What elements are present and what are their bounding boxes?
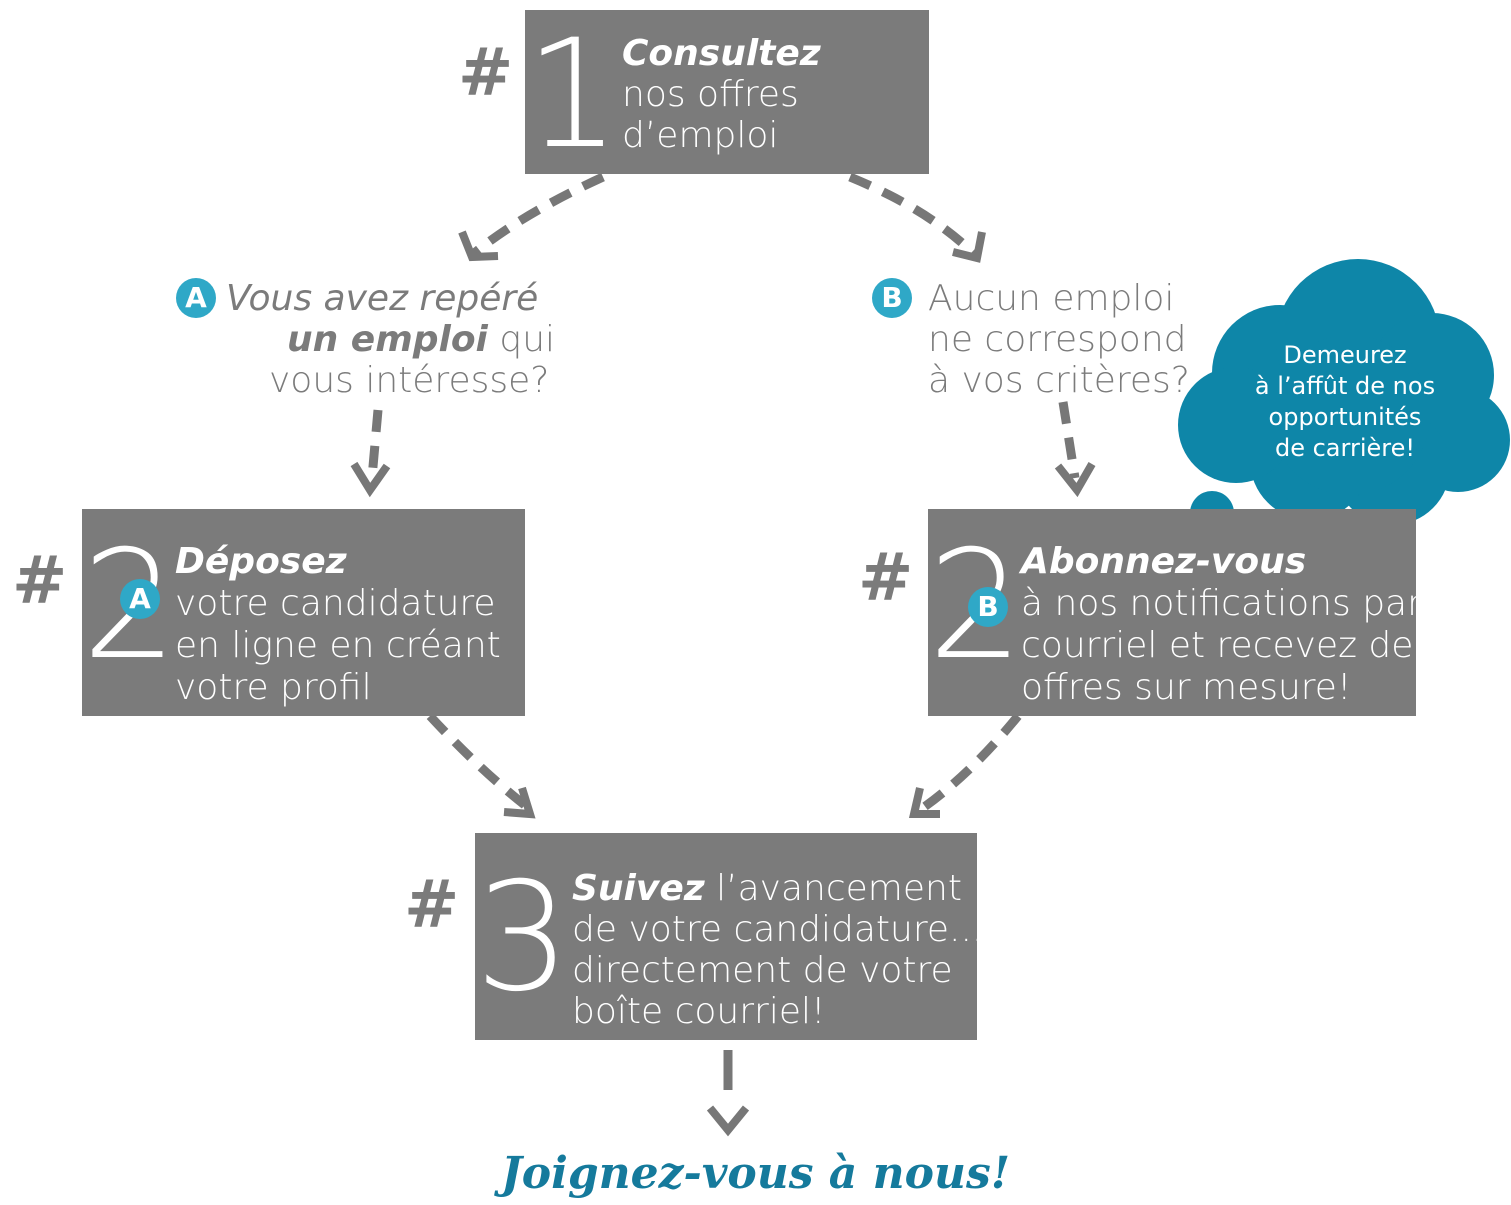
question-b-line1: Aucun emploi: [928, 278, 1175, 319]
step1-line3: d’emploi: [622, 115, 779, 156]
step2b-box: 2 B Abonnez-vous à nos notifications par…: [928, 509, 1432, 716]
step2b-line2: à nos notifications par: [1021, 583, 1422, 624]
cloud-line4: de carrière!: [1274, 434, 1415, 462]
step3-line1: Suivez l’avancement: [572, 868, 962, 909]
cloud-shape: [1175, 259, 1510, 545]
step2b-line4: offres sur mesure!: [1021, 667, 1352, 708]
step1-number: 1: [525, 8, 621, 182]
step3-line2: de votre candidature...: [572, 909, 984, 950]
step2a-line2: votre candidature: [175, 583, 496, 624]
step2a-hash: #: [12, 542, 68, 619]
step2b-hash: #: [858, 539, 914, 616]
arrow-b-to-2b: [1058, 401, 1080, 479]
question-b-line2: ne correspond: [928, 319, 1187, 360]
step2b-title: Abonnez-vous: [1021, 541, 1307, 582]
step3-line4: boîte courriel!: [572, 991, 826, 1032]
cloud-line1: Demeurez: [1283, 341, 1407, 369]
step1-title: Consultez: [622, 33, 821, 74]
cloud-line3: opportunités: [1268, 403, 1422, 431]
arrow-1-to-b: [848, 172, 979, 259]
step2a-title: Déposez: [175, 541, 347, 582]
question-a-line1: Vous avez repéré: [226, 278, 539, 319]
question-a-line3: vous intéresse?: [269, 360, 550, 401]
step2b-badge: B: [968, 587, 1008, 627]
step2a-line3: en ligne en créant: [175, 625, 501, 666]
step2a-line4: votre profil: [175, 667, 372, 708]
question-b-line3: à vos critères?: [928, 360, 1190, 401]
step2b-line3: courriel et recevez des: [1021, 625, 1433, 666]
step2a-box: 2 A Déposez votre candidature en ligne e…: [82, 509, 525, 716]
step3-box: 3 Suivez l’avancement de votre candidatu…: [475, 833, 983, 1040]
step3-line3: directement de votre: [572, 950, 953, 991]
arrow-1-to-a: [469, 172, 605, 259]
arrow-2b-to-3: [917, 713, 1022, 814]
step1-hash: #: [458, 34, 514, 111]
join-us-cta: Joignez-vous à nous!: [500, 1148, 1011, 1199]
step1-line2: nos offres: [622, 74, 799, 115]
arrow-2a-to-3: [426, 712, 529, 810]
cloud-line2: à l’affût de nos: [1254, 372, 1436, 400]
question-b-badge: B: [872, 278, 912, 318]
step1-box: 1 Consultez nos offres d’emploi: [525, 10, 929, 174]
question-a-line2: un emploi qui: [287, 319, 556, 360]
question-a-badge: A: [176, 278, 216, 318]
step2a-badge: A: [120, 579, 160, 619]
step3-hash: #: [404, 866, 460, 943]
arrow-a-to-2a: [367, 409, 383, 479]
step3-number: 3: [475, 851, 571, 1025]
